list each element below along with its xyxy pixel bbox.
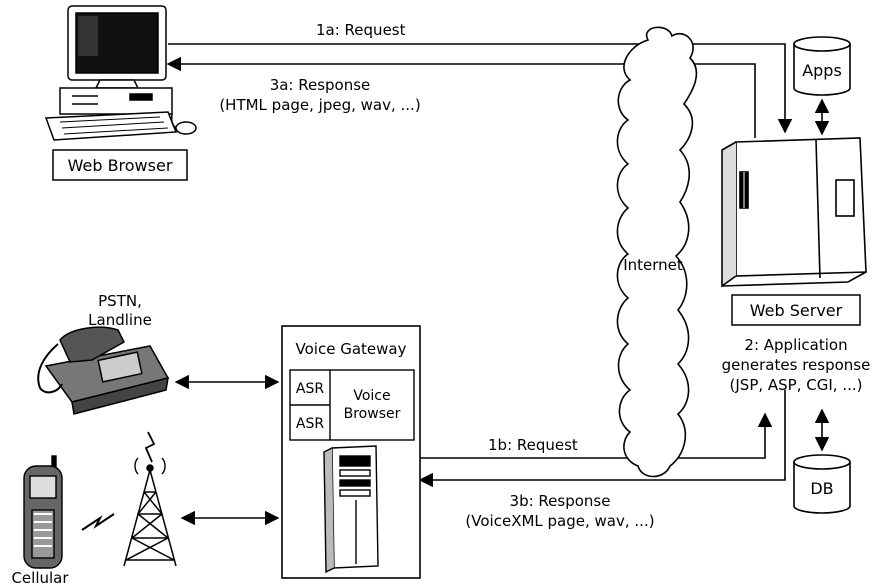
request-1a-label: 1a: Request xyxy=(316,21,406,39)
response-3b-label: 3b: Response xyxy=(510,492,611,510)
application-step-label: 2: Application xyxy=(744,336,847,354)
application-step-tech: (JSP, ASP, CGI, ...) xyxy=(730,376,863,394)
response-3b-arrow xyxy=(418,390,786,488)
request-1a-arrow xyxy=(168,43,793,134)
web-browser-label: Web Browser xyxy=(68,156,173,175)
voice-gateway-title: Voice Gateway xyxy=(296,340,407,358)
response-3a-label: 3a: Response xyxy=(270,76,371,94)
response-3a-arrow xyxy=(166,56,756,138)
request-1b-label: 1b: Request xyxy=(488,436,578,454)
pstn-label: PSTN, xyxy=(98,292,142,310)
web-browser-box xyxy=(52,149,188,181)
db-label: DB xyxy=(810,479,833,498)
apps-database-icon xyxy=(793,36,851,96)
cellular-label: Cellular xyxy=(11,569,69,587)
response-3a-detail: (HTML page, jpeg, wav, ...) xyxy=(219,96,420,114)
apps-label: Apps xyxy=(802,61,842,80)
asr-bottom-label: ASR xyxy=(296,416,324,432)
pstn-label-2: Landline xyxy=(88,311,152,329)
web-server-icon xyxy=(721,137,867,288)
wireless-signal-icon xyxy=(81,513,115,531)
internet-cloud-icon xyxy=(616,26,698,478)
web-server-box xyxy=(731,294,861,326)
db-database-icon xyxy=(793,454,851,514)
cell-tower-icon xyxy=(123,431,177,567)
application-step-detail: generates response xyxy=(722,356,871,374)
landline-phone-icon xyxy=(37,326,170,415)
asr-top-label: ASR xyxy=(296,381,324,397)
response-3b-detail: (VoiceXML page, wav, ...) xyxy=(465,512,654,530)
voice-browser-label-2: Browser xyxy=(344,406,401,422)
request-1b-arrow xyxy=(420,412,773,459)
gateway-server-icon xyxy=(323,445,379,574)
voice-browser-label: Voice xyxy=(353,388,390,404)
internet-label: Internet xyxy=(623,256,683,274)
web-server-label: Web Server xyxy=(750,301,843,320)
cell-phone-icon xyxy=(23,455,63,569)
desktop-computer-icon xyxy=(44,5,197,141)
